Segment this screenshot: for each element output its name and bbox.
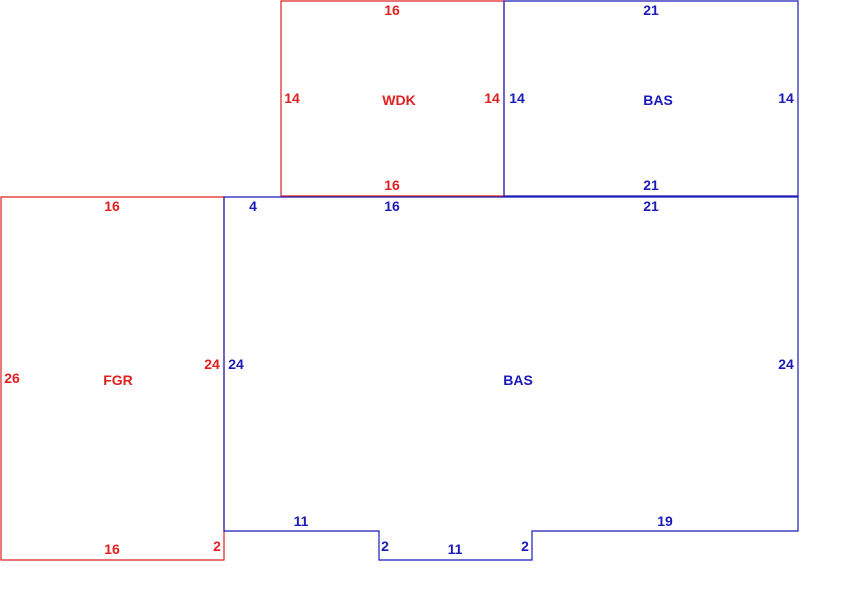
bas-main-dim-top-mid: 16 xyxy=(384,198,400,214)
bas-main-dim-notch-bottom: 11 xyxy=(448,541,463,557)
fgr-dim-right: 24 xyxy=(204,356,220,372)
bas-upper-area-outline xyxy=(503,0,799,197)
fgr-area-outline xyxy=(0,196,225,561)
fgr-area-label: FGR xyxy=(103,372,133,388)
bas-main-dim-bottom-right: 19 xyxy=(657,513,673,529)
fgr-dim-bottom: 16 xyxy=(104,541,120,557)
bas-upper-dim-left: 14 xyxy=(509,90,525,106)
bas-main-dim-notch-left: 2 xyxy=(381,538,389,554)
bas-upper-dim-right: 14 xyxy=(778,90,794,106)
fgr-dim-left: 26 xyxy=(4,370,20,386)
bas-upper-dim-top: 21 xyxy=(643,2,659,18)
wdk-dim-left: 14 xyxy=(284,90,300,106)
bas-main-dim-right: 24 xyxy=(778,356,794,372)
fgr-dim-bottom-right: 2 xyxy=(213,538,221,554)
bas-upper-dim-bottom: 21 xyxy=(643,177,659,193)
wdk-dim-right: 14 xyxy=(484,90,500,106)
wdk-dim-top: 16 xyxy=(384,2,400,18)
bas-main-dim-left: 24 xyxy=(228,356,244,372)
bas-main-dim-top-right: 21 xyxy=(643,198,659,214)
wdk-area-label: WDK xyxy=(382,92,415,108)
bas-upper-area-label: BAS xyxy=(643,92,673,108)
bas-main-dim-top-left: 4 xyxy=(249,198,257,214)
bas-main-area-outline xyxy=(223,196,799,561)
bas-main-area-label: BAS xyxy=(503,372,533,388)
bas-main-dim-notch-right: 2 xyxy=(521,538,529,554)
bas-main-dim-bottom-left: 11 xyxy=(294,513,309,529)
wdk-dim-bottom: 16 xyxy=(384,177,400,193)
fgr-dim-top: 16 xyxy=(104,198,120,214)
